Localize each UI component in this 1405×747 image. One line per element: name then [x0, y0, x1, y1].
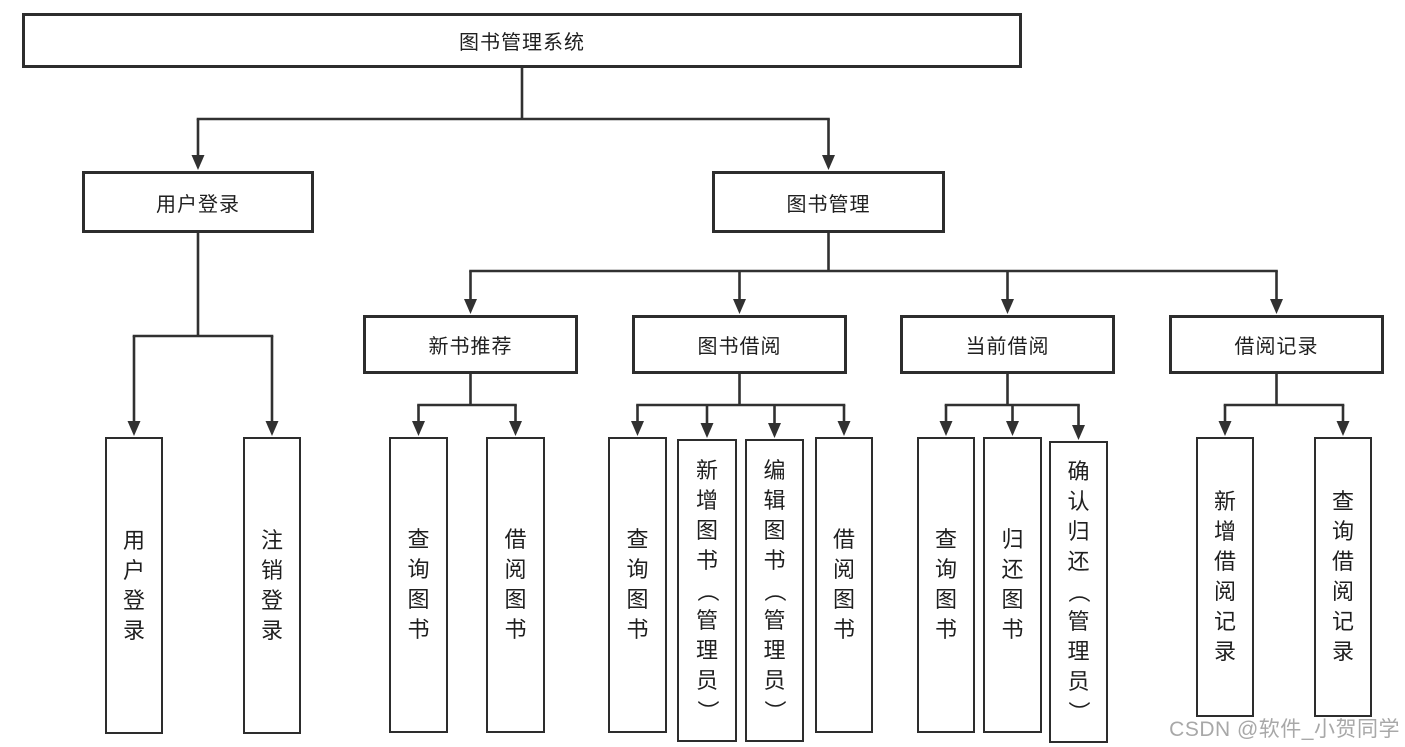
node-new-book-rec: 新书推荐 — [363, 315, 578, 374]
node-query-books-1: 查询图书 — [389, 437, 448, 733]
node-label: 图书管理 — [786, 193, 871, 216]
node-query-books-3: 查询图书 — [917, 437, 975, 733]
node-label: 查询图书 — [407, 527, 430, 642]
node-current-borrow: 当前借阅 — [900, 315, 1115, 374]
node-edit-books: 编辑图书（管理员） — [745, 439, 804, 742]
node-user-login-group: 用户登录 — [82, 171, 314, 233]
node-add-books: 新增图书（管理员） — [677, 439, 737, 742]
node-label: 查询图书 — [934, 527, 957, 642]
node-confirm-return: 确认归还（管理员） — [1049, 441, 1108, 743]
node-label: 借阅图书 — [504, 527, 527, 642]
node-return-books: 归还图书 — [983, 437, 1042, 733]
node-label: 借阅记录 — [1234, 336, 1319, 358]
node-label: 编辑图书（管理员） — [762, 457, 788, 722]
node-borrow-books-2: 借阅图书 — [815, 437, 873, 733]
node-query-borrow-record: 查询借阅记录 — [1314, 437, 1372, 717]
node-add-borrow-record: 新增借阅记录 — [1196, 437, 1254, 717]
node-label: 新增图书（管理员） — [694, 457, 720, 722]
node-label: 注销登录 — [260, 527, 283, 643]
node-root: 图书管理系统 — [22, 13, 1022, 68]
node-label: 查询借阅记录 — [1331, 489, 1354, 664]
node-label: 确认归还（管理员） — [1066, 459, 1092, 724]
node-label: 用户登录 — [156, 193, 240, 216]
node-label: 借阅图书 — [832, 527, 855, 642]
node-label: 当前借阅 — [965, 336, 1050, 358]
node-query-books-2: 查询图书 — [608, 437, 667, 733]
node-logout: 注销登录 — [243, 437, 301, 734]
node-user-login: 用户登录 — [105, 437, 163, 734]
node-label: 归还图书 — [1001, 527, 1024, 642]
node-label: 用户登录 — [122, 527, 145, 643]
node-book-borrow: 图书借阅 — [632, 315, 847, 374]
node-label: 查询图书 — [626, 527, 649, 642]
node-borrow-books-1: 借阅图书 — [486, 437, 545, 733]
watermark: CSDN @软件_小贺同学 — [1169, 718, 1400, 741]
node-label: 图书管理系统 — [459, 32, 585, 54]
node-borrow-records: 借阅记录 — [1169, 315, 1384, 374]
node-label: 新增借阅记录 — [1213, 489, 1236, 664]
node-book-mgmt: 图书管理 — [712, 171, 945, 233]
node-label: 新书推荐 — [428, 336, 513, 358]
node-label: 图书借阅 — [697, 336, 782, 358]
